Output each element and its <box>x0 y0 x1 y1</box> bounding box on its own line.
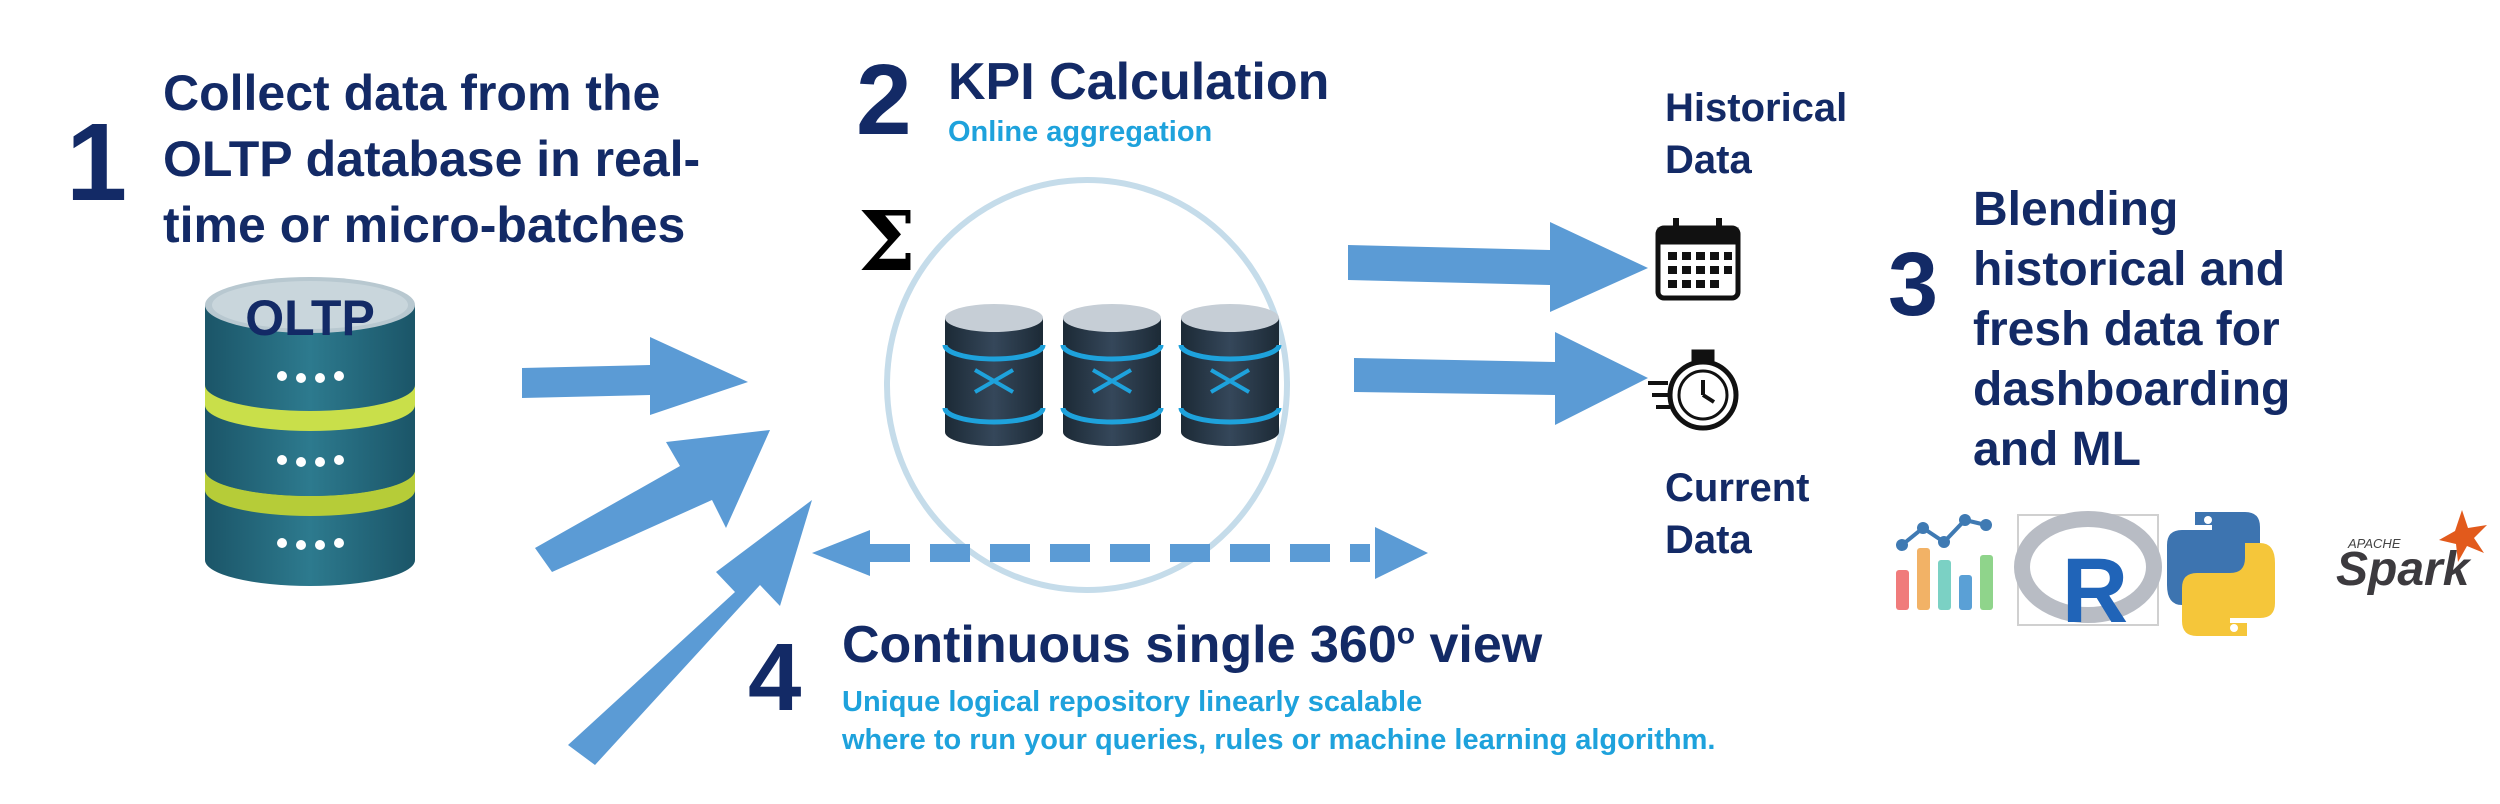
step3-line-1: Blending <box>1973 183 2179 236</box>
calendar-icon <box>1655 218 1741 301</box>
output-arrows <box>1348 222 1648 425</box>
input-arrow-2 <box>535 430 770 572</box>
input-arrow-3 <box>568 500 812 765</box>
step2-title: KPI Calculation <box>948 53 1330 111</box>
current-data-label: Current Data <box>1665 462 1809 566</box>
spark-apache-text: APACHE <box>2347 536 2401 551</box>
step3-line-2: historical and <box>1973 243 2286 296</box>
current-line-2: Data <box>1665 518 1752 562</box>
node-database-icon-3 <box>1178 304 1282 446</box>
python-logo-icon <box>2167 512 2275 636</box>
historical-line-1: Historical <box>1665 86 1848 130</box>
step4-sub-line-1: Unique logical repository linearly scala… <box>842 686 1423 718</box>
current-arrow <box>1354 332 1648 425</box>
stopwatch-icon <box>1648 349 1739 431</box>
step4-title: Continuous single 360o view <box>842 615 1542 675</box>
step4-title-main: Continuous single 360 <box>842 616 1397 674</box>
step4-sub-line-2: where to run your queries, rules or mach… <box>842 724 1716 756</box>
svg-text:Σ: Σ <box>858 194 916 290</box>
historical-data-label: Historical Data <box>1665 82 1847 186</box>
step4-subtitle: Unique logical repository linearly scala… <box>842 683 1715 759</box>
step2-subtitle: Online aggregation <box>948 116 1213 148</box>
step3-line-4: dashboarding <box>1973 363 2291 416</box>
step1-line-1: Collect data from the <box>163 65 661 121</box>
historical-line-2: Data <box>1665 138 1752 182</box>
step4-number: 4 <box>748 624 802 731</box>
spark-word: Spark <box>2336 543 2472 596</box>
step3-number: 3 <box>1888 235 1939 335</box>
r-logo-icon: R <box>2014 511 2162 642</box>
chart-bars-icon <box>1896 514 1993 610</box>
dashed-double-arrow <box>812 527 1428 579</box>
step1-line-3: time or micro-batches <box>163 197 686 253</box>
input-arrow-1 <box>522 337 748 415</box>
node-database-icon-1 <box>942 304 1046 446</box>
spark-logo-icon: APACHE Spark <box>2336 510 2487 596</box>
step2-number: 2 <box>856 44 912 156</box>
step1-line-2: OLTP database in real- <box>163 131 701 187</box>
step3-line-5: and ML <box>1973 423 2141 476</box>
sigma-icon: Σ <box>848 194 926 290</box>
step4-title-end: view <box>1415 616 1543 674</box>
cluster-nodes <box>942 304 1282 446</box>
historical-arrow <box>1348 222 1648 312</box>
step1-heading: Collect data from the OLTP database in r… <box>163 60 700 258</box>
oltp-label: OLTP <box>245 290 375 346</box>
oltp-database-icon: OLTP <box>205 277 415 586</box>
step3-heading: Blending historical and fresh data for d… <box>1973 180 2290 480</box>
step1-number: 1 <box>66 101 128 224</box>
r-letter: R <box>2062 540 2128 642</box>
step3-line-3: fresh data for <box>1973 303 2280 356</box>
current-line-1: Current <box>1665 466 1810 510</box>
spark-star-icon <box>2439 510 2487 562</box>
input-arrows <box>522 337 812 765</box>
step4-title-degree: o <box>1396 617 1416 651</box>
node-database-icon-2 <box>1060 304 1164 446</box>
